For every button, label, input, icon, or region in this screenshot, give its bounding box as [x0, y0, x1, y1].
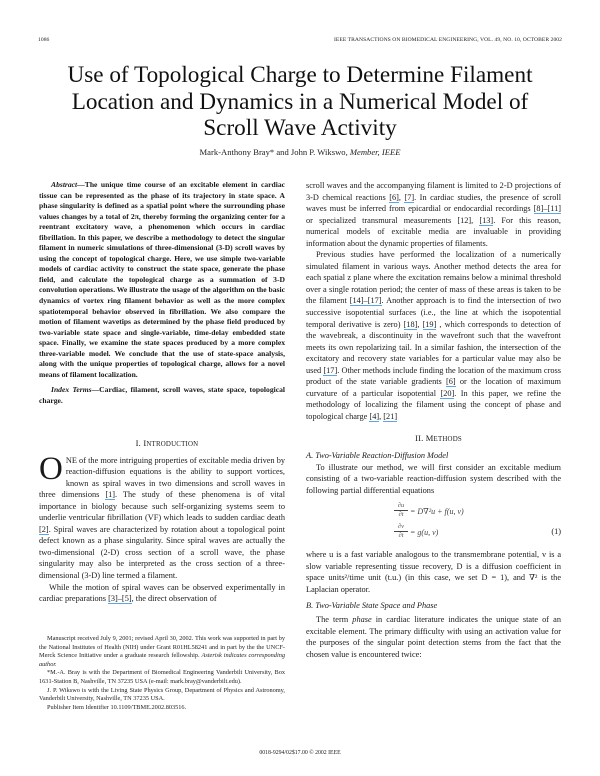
methods-paragraph-b: where u is a fast variable analogous to … [306, 550, 561, 594]
intro-paragraph-2: While the motion of spiral waves can be … [39, 582, 285, 605]
abstract: Abstract—The unique time course of an ex… [39, 180, 285, 380]
title-line-1: Use of Topological Charge to Determine F… [67, 62, 533, 88]
citation-link[interactable]: [3]–[5] [108, 594, 132, 605]
paper-title: Use of Topological Charge to Determine F… [30, 62, 570, 142]
citation-link[interactable]: [19] [422, 319, 437, 330]
citation-link[interactable]: [6] [389, 192, 399, 203]
section-heading-introduction: I. INTRODUCTION [135, 438, 199, 448]
journal-header: IEEE TRANSACTIONS ON BIOMEDICAL ENGINEER… [333, 37, 562, 43]
citation-link[interactable]: [1] [105, 490, 116, 501]
page-number: 1086 [38, 37, 50, 43]
running-header: 1086 IEEE TRANSACTIONS ON BIOMEDICAL ENG… [38, 37, 562, 47]
citation-link[interactable]: [13] [479, 215, 494, 226]
drop-cap: O [39, 450, 63, 487]
citation-link[interactable]: [21] [383, 411, 398, 422]
subsection-heading-a: A. Two-Variable Reaction-Diffusion Model [306, 451, 449, 461]
authors: Mark-Anthony Bray* and John P. Wikswo, M… [0, 147, 600, 157]
citation-link[interactable]: [2] [39, 524, 49, 535]
citation-link[interactable]: [14]–[17] [349, 296, 382, 307]
author-membership: Member, IEEE [349, 147, 401, 157]
subsection-heading-b: B. Two-Variable State Space and Phase [306, 601, 438, 611]
footnote-bray: *M.-A. Bray is with the Department of Bi… [39, 669, 285, 685]
title-line-2: Location and Dynamics in a Numerical Mod… [71, 88, 529, 115]
equation-number: (1) [551, 527, 561, 537]
equation-rhs-1: = D∇²u + f(u, v) [410, 507, 464, 517]
equation-fraction-dv-dt: ∂v∂t [394, 523, 408, 539]
citation-link[interactable]: [8]–[11] [533, 204, 561, 215]
index-terms-label: Index Terms [51, 385, 92, 395]
methods-paragraph-c: The term phase in cardiac literature ind… [306, 614, 561, 659]
body-paragraph: Previous studies have performed the loca… [306, 250, 562, 422]
abstract-block: Abstract—The unique time course of an ex… [39, 180, 285, 406]
citation-link[interactable]: [17] [323, 365, 338, 376]
citation-link[interactable]: [18] [403, 319, 418, 330]
footnotes: Manuscript received July 9, 2001; revise… [39, 635, 285, 712]
equation-1: ∂u∂t = D∇²u + f(u, v) ∂v∂t = g(u, v) (1) [306, 499, 561, 545]
body-paragraph: scroll waves and the accompanying filame… [306, 181, 561, 248]
methods-paragraph-a: To illustrate our method, we will first … [306, 462, 561, 495]
citation-link[interactable]: [7] [404, 192, 415, 203]
index-terms-text: —Cardiac, filament, scroll waves, state … [39, 385, 285, 405]
title-line-3: Scroll Wave Activity [203, 115, 397, 141]
author-names: Mark-Anthony Bray* and John P. Wikswo, [199, 147, 350, 157]
right-column: scroll waves and the accompanying filame… [306, 180, 561, 660]
footnote-manuscript: Manuscript received July 9, 2001; revise… [39, 635, 285, 668]
citation-link[interactable]: [20] [440, 388, 455, 399]
abstract-text: —The unique time course of an excitable … [39, 180, 285, 379]
copyright-notice: 0018-9294/02$17.00 © 2002 IEEE [259, 750, 341, 756]
footnote-publisher-id: Publisher Item Identifier 10.1109/TBME.2… [47, 703, 187, 711]
section-heading-methods: II. METHODS [415, 433, 462, 444]
footnote-wikswo: J. P. Wikswo is with the Living State Ph… [39, 686, 285, 703]
citation-link[interactable]: [6] [445, 377, 456, 388]
citation-link[interactable]: [4] [369, 411, 380, 422]
equation-fraction-du-dt: ∂u∂t [394, 502, 408, 518]
equation-rhs-2: = g(u, v) [410, 528, 439, 538]
index-terms: Index Terms—Cardiac, filament, scroll wa… [39, 385, 285, 406]
abstract-label: Abstract [51, 180, 78, 189]
